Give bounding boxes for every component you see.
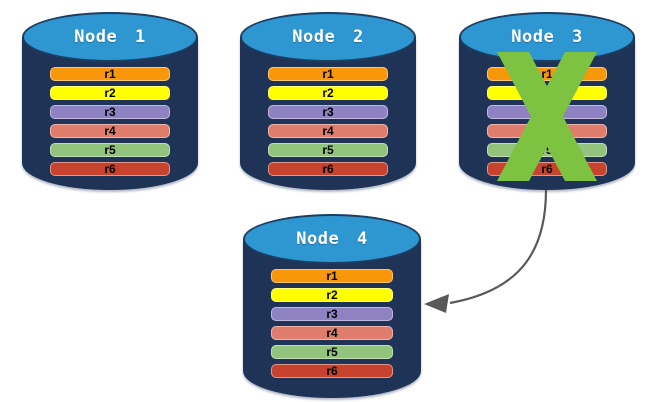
row-stack: r1 r2 r3 r4 r5 r6	[487, 67, 607, 181]
row-r2: r2	[271, 288, 393, 302]
row-label: r5	[322, 143, 334, 157]
row-label: r6	[322, 162, 334, 176]
row-label: r5	[326, 345, 338, 359]
row-r3: r3	[487, 105, 607, 119]
node-3-cylinder: Node 3 r1 r2 r3 r4 r5 r6	[459, 12, 635, 190]
row-r3: r3	[50, 105, 170, 119]
row-label: r2	[326, 288, 338, 302]
row-label: r2	[541, 86, 553, 100]
row-r2: r2	[268, 86, 388, 100]
row-r6: r6	[487, 162, 607, 176]
row-label: r1	[326, 269, 338, 283]
row-r4: r4	[50, 124, 170, 138]
replication-arrow	[424, 189, 548, 313]
node-1-cylinder: Node 1 r1 r2 r3 r4 r5 r6	[22, 12, 198, 190]
row-label: r4	[104, 124, 116, 138]
cylinder-top: Node 1	[22, 12, 198, 62]
node-title: Node 4	[296, 229, 368, 249]
row-r6: r6	[271, 364, 393, 378]
cylinder-top: Node 2	[240, 12, 416, 62]
row-label: r2	[322, 86, 334, 100]
node-title: Node 1	[74, 27, 146, 47]
row-label: r3	[326, 307, 338, 321]
row-r3: r3	[268, 105, 388, 119]
row-r4: r4	[268, 124, 388, 138]
row-r5: r5	[50, 143, 170, 157]
row-label: r2	[104, 86, 116, 100]
row-r2: r2	[487, 86, 607, 100]
node-4-cylinder: Node 4 r1 r2 r3 r4 r5 r6	[243, 214, 421, 398]
row-r6: r6	[50, 162, 170, 176]
row-label: r3	[104, 105, 116, 119]
row-stack: r1 r2 r3 r4 r5 r6	[50, 67, 170, 181]
row-r4: r4	[271, 326, 393, 340]
row-label: r4	[322, 124, 334, 138]
row-r3: r3	[271, 307, 393, 321]
row-r2: r2	[50, 86, 170, 100]
row-r1: r1	[271, 269, 393, 283]
row-r4: r4	[487, 124, 607, 138]
row-label: r4	[326, 326, 338, 340]
row-r5: r5	[268, 143, 388, 157]
row-label: r1	[541, 67, 553, 81]
node-2-cylinder: Node 2 r1 r2 r3 r4 r5 r6	[240, 12, 416, 190]
row-stack: r1 r2 r3 r4 r5 r6	[271, 269, 393, 383]
row-r5: r5	[271, 345, 393, 359]
row-label: r3	[322, 105, 334, 119]
row-r5: r5	[487, 143, 607, 157]
node-title: Node 3	[511, 27, 583, 47]
row-stack: r1 r2 r3 r4 r5 r6	[268, 67, 388, 181]
row-label: r3	[541, 105, 553, 119]
cylinder-top: Node 4	[243, 214, 421, 264]
row-r1: r1	[50, 67, 170, 81]
row-label: r6	[541, 162, 553, 176]
row-label: r4	[541, 124, 553, 138]
node-title: Node 2	[292, 27, 364, 47]
row-r1: r1	[487, 67, 607, 81]
row-label: r1	[322, 67, 334, 81]
row-label: r6	[326, 364, 338, 378]
row-label: r6	[104, 162, 116, 176]
row-label: r5	[104, 143, 116, 157]
row-label: r5	[541, 143, 553, 157]
cylinder-top: Node 3	[459, 12, 635, 62]
row-r6: r6	[268, 162, 388, 176]
row-r1: r1	[268, 67, 388, 81]
row-label: r1	[104, 67, 116, 81]
